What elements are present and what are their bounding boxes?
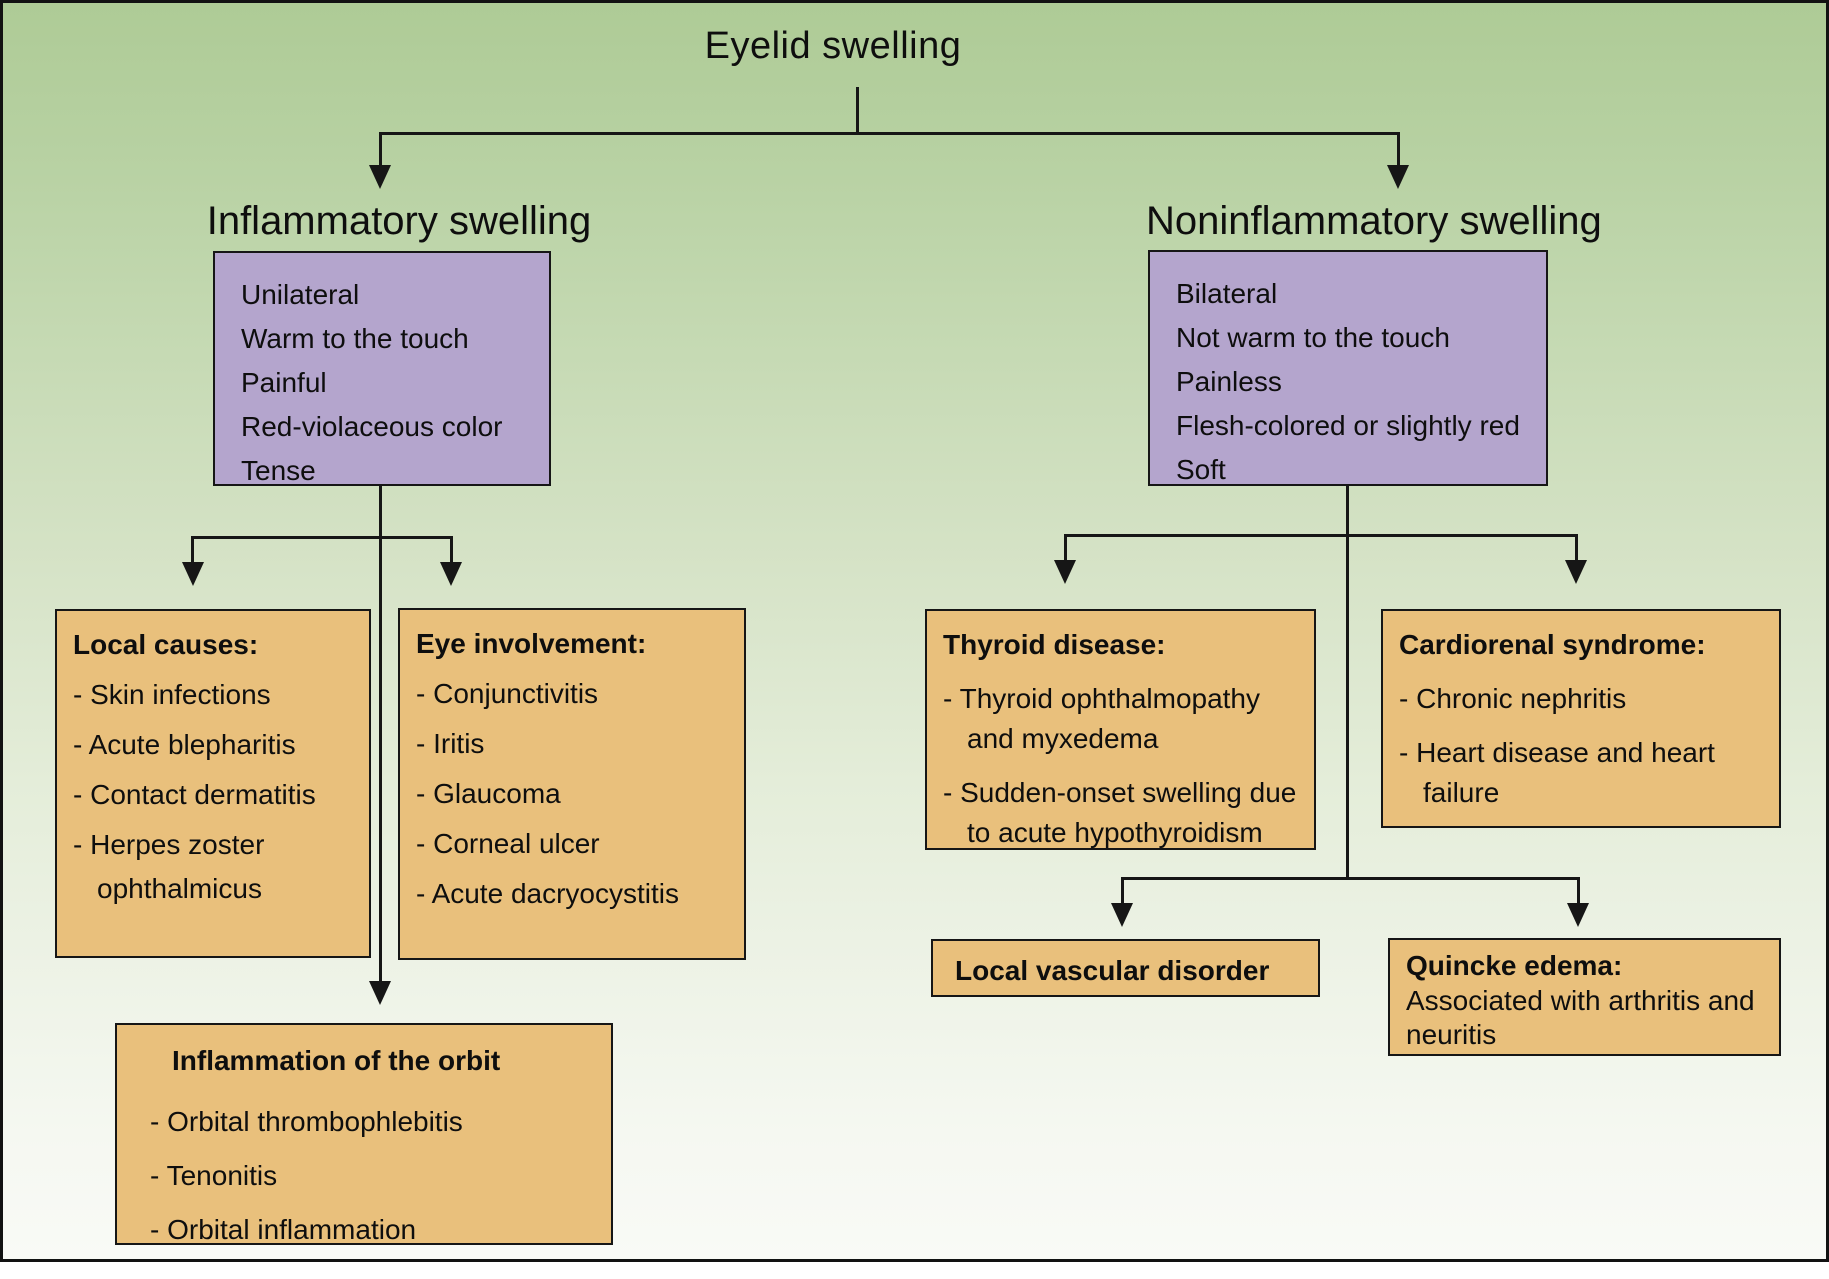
- eye-involvement-box: Eye involvement: Conjunctivitis Iritis G…: [398, 608, 746, 960]
- characteristic: Bilateral: [1176, 278, 1278, 309]
- box-title: Cardiorenal syndrome:: [1399, 629, 1706, 660]
- arrow-down-icon: [1054, 560, 1076, 584]
- list-item: Skin infections: [73, 673, 357, 717]
- box-title: Local causes:: [73, 629, 259, 660]
- orbit-inflammation-box: Inflammation of the orbit Orbital thromb…: [115, 1023, 613, 1245]
- connector-drop-quincke: [1577, 877, 1580, 905]
- characteristic: Painless: [1176, 366, 1282, 397]
- connector-noninflammatory-branch-2: [1121, 877, 1580, 880]
- list-item: Tenonitis: [150, 1149, 599, 1203]
- local-causes-box: Local causes: Skin infections Acute blep…: [55, 609, 371, 958]
- list-item: Conjunctivitis: [416, 672, 732, 716]
- arrow-down-icon: [1567, 903, 1589, 927]
- list-item: Iritis: [416, 722, 732, 766]
- characteristic: Tense: [241, 455, 316, 486]
- connector-drop-noninflammatory: [1397, 132, 1400, 167]
- inflammatory-characteristics-box: Unilateral Warm to the touch Painful Red…: [213, 251, 551, 486]
- quincke-edema-box: Quincke edema: Associated with arthritis…: [1388, 938, 1781, 1056]
- characteristic: Flesh-colored or slightly red: [1176, 410, 1520, 441]
- characteristic: Warm to the touch: [241, 323, 469, 354]
- connector-drop-cardiorenal: [1575, 534, 1578, 562]
- arrow-down-icon: [369, 981, 391, 1005]
- list-item: Sudden-onset swelling due to acute hypot…: [943, 773, 1302, 853]
- box-description: Associated with arthritis and neuritis: [1406, 985, 1755, 1050]
- connector-drop-local-vascular: [1121, 877, 1124, 905]
- connector-noninflammatory-main-drop: [1346, 486, 1349, 880]
- list-item: Thyroid ophthalmopathy and myxedema: [943, 679, 1302, 759]
- list-item: Orbital inflammation: [150, 1203, 599, 1257]
- arrow-down-icon: [1387, 165, 1409, 189]
- list-item: Orbital thrombophlebitis: [150, 1095, 599, 1149]
- box-title: Thyroid disease:: [943, 629, 1166, 660]
- characteristic: Not warm to the touch: [1176, 322, 1450, 353]
- connector-top-horizontal: [379, 132, 1400, 135]
- arrow-down-icon: [1565, 560, 1587, 584]
- list-item: Contact dermatitis: [73, 773, 357, 817]
- connector-drop-eye-involvement: [450, 536, 453, 564]
- arrow-down-icon: [369, 165, 391, 189]
- box-title: Inflammation of the orbit: [172, 1045, 501, 1076]
- connector-inflammatory-branch: [191, 536, 453, 539]
- cardiorenal-syndrome-box: Cardiorenal syndrome: Chronic nephritis …: [1381, 609, 1781, 828]
- list-item: Heart disease and heart failure: [1399, 733, 1767, 813]
- thyroid-disease-box: Thyroid disease: Thyroid ophthalmopathy …: [925, 609, 1316, 850]
- list-item: Glaucoma: [416, 772, 732, 816]
- connector-noninflammatory-branch-1: [1064, 534, 1578, 537]
- characteristic: Red-violaceous color: [241, 411, 503, 442]
- box-title: Eye involvement:: [416, 628, 647, 659]
- list-item: Corneal ulcer: [416, 822, 732, 866]
- list-item: Chronic nephritis: [1399, 679, 1767, 719]
- connector-inflammatory-main-drop: [379, 486, 382, 983]
- connector-title-stub: [856, 87, 859, 134]
- connector-drop-thyroid: [1064, 534, 1067, 562]
- local-vascular-disorder-box: Local vascular disorder: [931, 939, 1320, 997]
- connector-drop-inflammatory: [379, 132, 382, 167]
- characteristic: Unilateral: [241, 279, 360, 310]
- characteristic: Soft: [1176, 454, 1226, 485]
- connector-drop-local-causes: [191, 536, 194, 564]
- box-title: Local vascular disorder: [955, 955, 1270, 986]
- list-item: Acute blepharitis: [73, 723, 357, 767]
- heading-inflammatory-swelling: Inflammatory swelling: [206, 199, 592, 243]
- list-item: Acute dacryocystitis: [416, 872, 732, 916]
- page-title: Eyelid swelling: [704, 25, 962, 67]
- arrow-down-icon: [1111, 903, 1133, 927]
- arrow-down-icon: [440, 562, 462, 586]
- arrow-down-icon: [182, 562, 204, 586]
- noninflammatory-characteristics-box: Bilateral Not warm to the touch Painless…: [1148, 250, 1548, 486]
- list-item: Herpes zoster ophthalmicus: [73, 823, 357, 911]
- box-title: Quincke edema:: [1406, 950, 1623, 981]
- heading-noninflammatory-swelling: Noninflammatory swelling: [1146, 199, 1602, 243]
- characteristic: Painful: [241, 367, 327, 398]
